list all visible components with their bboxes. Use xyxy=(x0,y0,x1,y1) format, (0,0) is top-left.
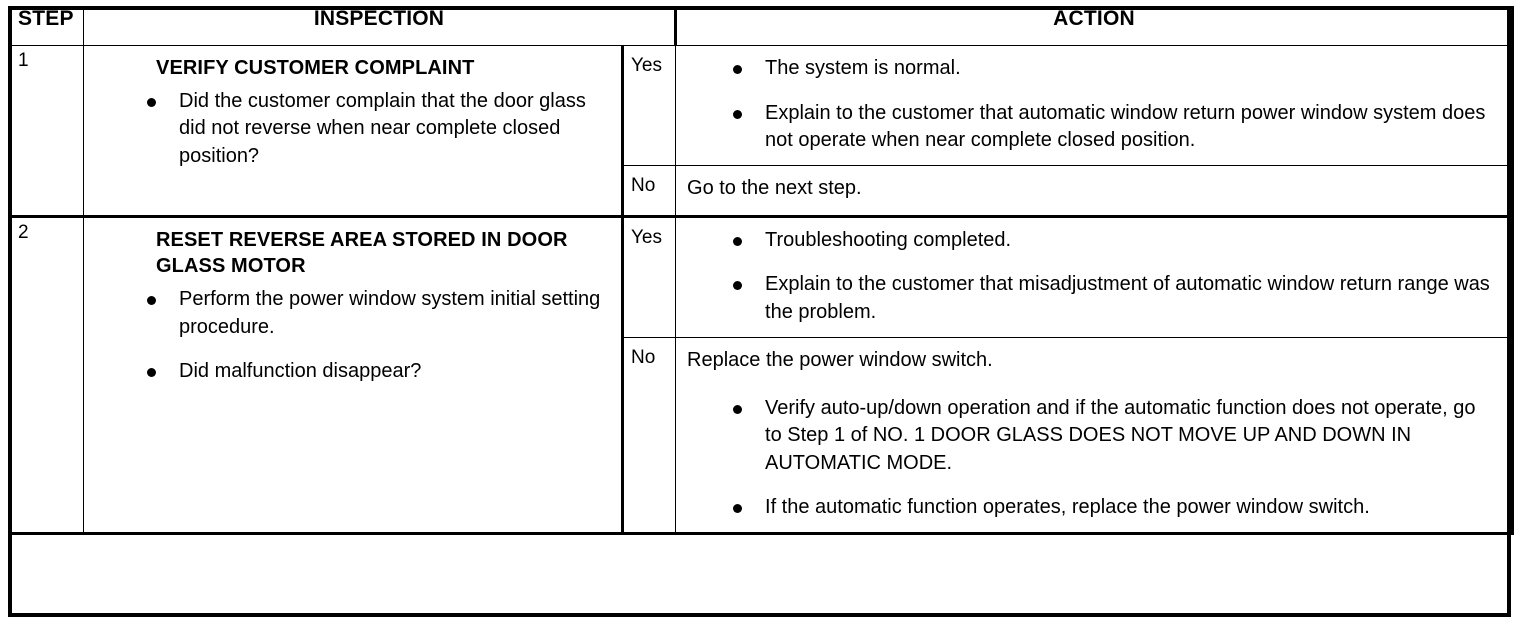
bullet-dot-icon xyxy=(733,281,743,291)
branch-label-no-step-2: No xyxy=(620,336,677,535)
bullet-dot-icon xyxy=(147,368,156,378)
step-number-1: 1 xyxy=(8,45,84,218)
list-item: Perform the power window system initial … xyxy=(147,286,607,341)
action-lead-text: Go to the next step. xyxy=(687,176,862,199)
action-bullet-text: The system is normal. xyxy=(765,57,961,79)
bullet-dot-icon xyxy=(147,295,156,305)
action-bullet-text: If the automatic function operates, repl… xyxy=(765,496,1370,519)
inspection-bullet-list-step-2: Perform the power window system initial … xyxy=(98,286,607,386)
action-cell-step-1-no: Go to the next step. xyxy=(675,164,1515,218)
step-number-2: 2 xyxy=(8,215,84,535)
inspection-title-step-1: VERIFY CUSTOMER COMPLAINT xyxy=(156,57,475,79)
action-lead-text: Replace the power window switch. xyxy=(687,348,993,371)
action-bullet-text: Explain to the customer that automatic w… xyxy=(765,101,1486,152)
table-row-step-1-yes: 1 VERIFY CUSTOMER COMPLAINT Did the cust… xyxy=(8,45,1515,218)
inspection-bullet-text: Perform the power window system initial … xyxy=(179,287,601,338)
column-header-inspection: INSPECTION xyxy=(82,6,677,46)
bullet-dot-icon xyxy=(733,236,743,246)
list-item: Explain to the customer that misadjustme… xyxy=(733,271,1495,326)
branch-label-yes-step-1: Yes xyxy=(620,45,677,166)
list-item: Verify auto-up/down operation and if the… xyxy=(733,395,1495,478)
inspection-title-step-2: RESET REVERSE AREA STORED IN DOOR GLASS … xyxy=(156,228,568,278)
list-item: If the automatic function operates, repl… xyxy=(733,494,1495,522)
bullet-dot-icon xyxy=(733,504,743,514)
branch-label-no-step-1: No xyxy=(620,164,677,218)
action-cell-step-2-yes: Troubleshooting completed. Explain to th… xyxy=(675,215,1515,338)
action-cell-step-1-yes: The system is normal. Explain to the cus… xyxy=(675,45,1515,166)
list-item: Did malfunction disappear? xyxy=(147,358,607,386)
action-bullet-text: Explain to the customer that misadjustme… xyxy=(765,273,1490,323)
action-bullet-text: Verify auto-up/down operation and if the… xyxy=(765,396,1476,474)
table-row-step-1-no: No Go to the next step. xyxy=(10,164,1515,218)
inspection-bullet-text: Did malfunction disappear? xyxy=(179,360,422,383)
list-item: Did the customer complain that the door … xyxy=(147,88,607,171)
list-item: Troubleshooting completed. xyxy=(733,227,1495,255)
branch-label-yes-step-2: Yes xyxy=(620,215,677,338)
column-header-step: STEP xyxy=(8,6,84,46)
bullet-dot-icon xyxy=(733,109,743,119)
action-bullet-list-step-2-no: Verify auto-up/down operation and if the… xyxy=(685,395,1495,522)
inspection-cell-step-2: RESET REVERSE AREA STORED IN DOOR GLASS … xyxy=(83,215,623,535)
inspection-bullet-text: Did the customer complain that the door … xyxy=(179,89,586,167)
inspection-cell-step-1: VERIFY CUSTOMER COMPLAINT Did the custom… xyxy=(83,45,623,218)
action-bullet-text: Troubleshooting completed. xyxy=(765,228,1012,251)
table-row-step-2-no: No Replace the power window switch. Veri… xyxy=(10,336,1515,535)
action-bullet-list-step-2-yes: Troubleshooting completed. Explain to th… xyxy=(685,227,1495,327)
list-item: Explain to the customer that automatic w… xyxy=(733,100,1495,155)
table-row-step-2-yes: 2 RESET REVERSE AREA STORED IN DOOR GLAS… xyxy=(8,215,1515,535)
diagnostic-procedure-table: STEP INSPECTION ACTION 1 VERIFY CUSTOMER… xyxy=(8,6,1515,535)
bullet-dot-icon xyxy=(147,97,156,107)
list-item: The system is normal. xyxy=(733,55,1495,83)
bullet-dot-icon xyxy=(733,65,743,74)
bullet-dot-icon xyxy=(733,404,743,414)
column-header-action: ACTION xyxy=(674,6,1515,46)
inspection-bullet-list-step-1: Did the customer complain that the door … xyxy=(98,88,607,171)
action-bullet-list-step-1-yes: The system is normal. Explain to the cus… xyxy=(685,55,1495,155)
table-header-row: STEP INSPECTION ACTION xyxy=(8,6,1515,46)
action-cell-step-2-no: Replace the power window switch. Verify … xyxy=(675,336,1515,535)
